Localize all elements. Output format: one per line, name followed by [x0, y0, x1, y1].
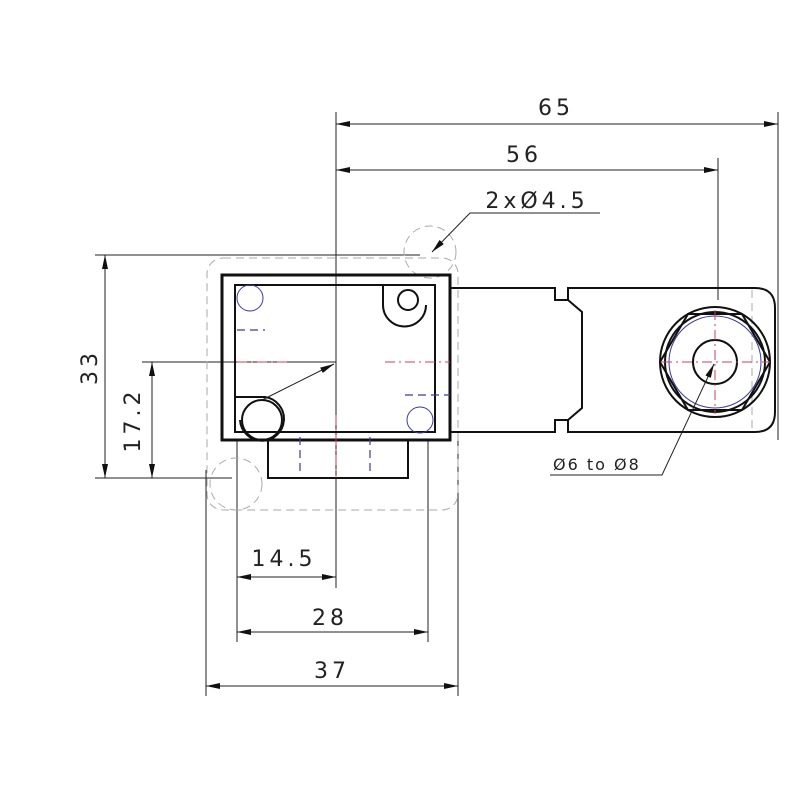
dim-56-label: 56 — [506, 143, 542, 168]
dim-28: 28 — [237, 606, 428, 635]
dim-cable-label: Ø6 to Ø8 — [553, 455, 641, 474]
dim-14-5-label: 14.5 — [252, 547, 317, 572]
hidden-hole-bottom — [209, 457, 263, 511]
dim-56: 56 — [336, 143, 718, 173]
dim-37: 37 — [206, 659, 458, 689]
dim-28-label: 28 — [312, 606, 348, 631]
extension-lines — [95, 112, 779, 696]
dim-17-2-label: 17.2 — [121, 388, 146, 453]
hole-leader — [261, 363, 335, 401]
dim-holes: 2xØ4.5 — [431, 189, 600, 253]
dim-33: 33 — [78, 255, 108, 478]
dim-65: 65 — [336, 96, 778, 127]
dim-14-5: 14.5 — [237, 547, 336, 580]
dim-cable: Ø6 to Ø8 — [550, 363, 715, 476]
hidden-outline — [206, 257, 459, 511]
dim-33-label: 33 — [78, 349, 103, 385]
cable-gland — [450, 287, 776, 433]
switch-body — [220, 273, 452, 479]
dim-holes-label: 2xØ4.5 — [485, 189, 588, 214]
dim-37-label: 37 — [314, 659, 350, 684]
hidden-hole-top — [403, 225, 457, 279]
dim-17-2: 17.2 — [121, 362, 155, 478]
dim-65-label: 65 — [538, 96, 574, 121]
